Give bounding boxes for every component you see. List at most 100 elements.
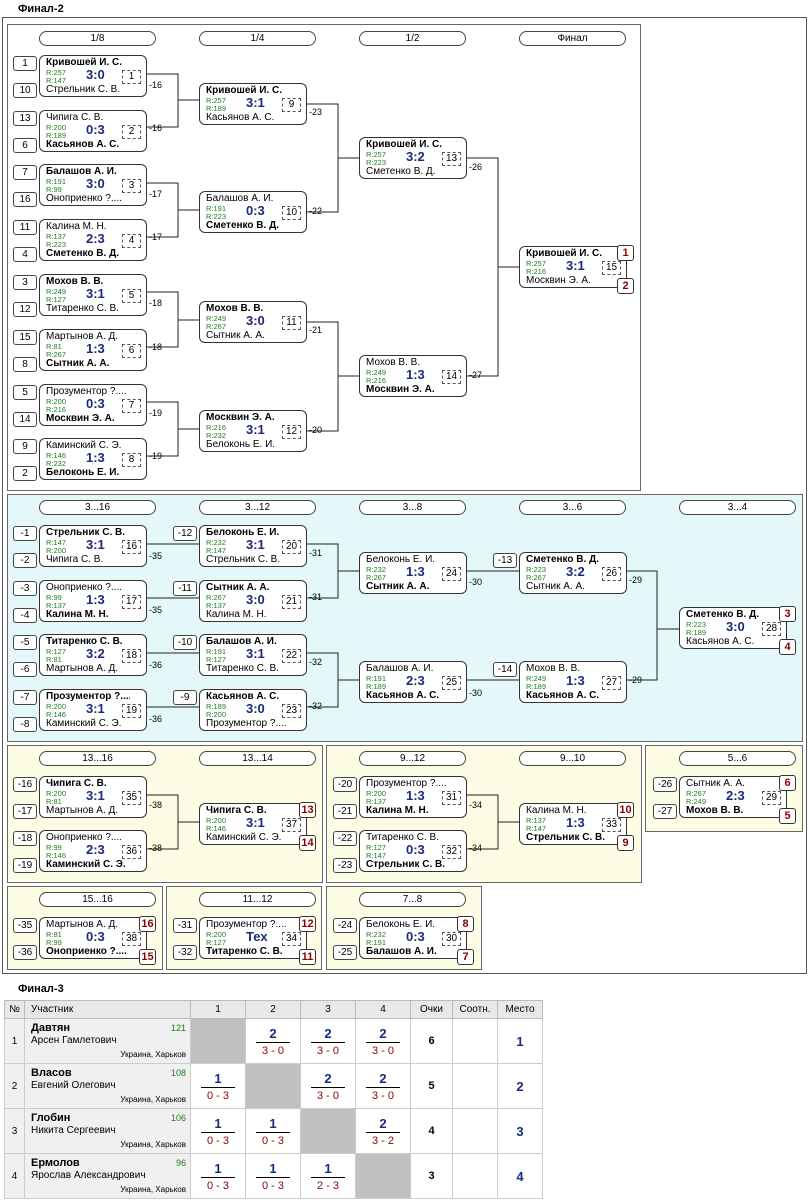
result-score: 3 - 0	[261, 1044, 284, 1057]
match-score: 3:0	[246, 313, 265, 328]
result-points: 1	[256, 1116, 290, 1133]
player-1-name: Балашов А. И.	[366, 663, 434, 674]
cons-round-header-3: 3...6	[519, 500, 626, 515]
match-number: 18	[122, 649, 141, 663]
match-score: 0:3	[406, 929, 425, 944]
round-header-3: Финал	[519, 31, 626, 46]
player-1-name: Калина М. Н.	[526, 805, 587, 816]
player-2-rating: R:146	[206, 824, 227, 833]
player-2-rating: R:189	[526, 682, 547, 691]
player-1-name: Сметенко В. Д.	[686, 609, 759, 620]
place-badge: 15	[139, 949, 156, 965]
match-number: 36	[122, 845, 141, 859]
player-1-rating: R:137	[526, 816, 547, 825]
result-score: 3 - 0	[316, 1089, 339, 1102]
round-header-13-14: 13...14	[199, 751, 316, 766]
match-number: 23	[282, 704, 301, 718]
seed-box: -5	[13, 635, 37, 650]
result-points: 2	[366, 1116, 400, 1133]
match-number: 37	[282, 818, 301, 832]
col-points: Очки	[410, 1000, 453, 1019]
match-number: 12	[282, 425, 301, 439]
match-score: 3:1	[246, 95, 265, 110]
player-rating: 108	[170, 1068, 186, 1078]
seed-box: 3	[13, 275, 37, 290]
result-points: 1	[201, 1116, 235, 1133]
player-1-rating: R:81	[46, 342, 62, 351]
player-2-rating: R:267	[46, 350, 67, 359]
player-2-name: Оноприенко ?....	[46, 193, 123, 204]
round-header-9-10: 9...10	[519, 751, 626, 766]
ratio-cell	[452, 1108, 498, 1154]
seed-box: -24	[333, 918, 357, 933]
player-2-name: Касьянов А. С.	[206, 112, 275, 123]
player-2-name: Сметенко В. Д.	[206, 220, 279, 231]
loser-destination-label: -22	[309, 206, 323, 216]
player-1-rating: R:249	[526, 674, 547, 683]
match-score: 2:3	[726, 788, 745, 803]
player-1-rating: R:257	[526, 259, 547, 268]
cons-round-header-1: 3...12	[199, 500, 316, 515]
points-cell: 6	[410, 1018, 453, 1064]
last-name: Ермолов	[31, 1157, 80, 1169]
player-2-rating: R:189	[366, 682, 387, 691]
player-1-name: Прозументор ?....	[46, 386, 127, 397]
result-points: 2	[366, 1026, 400, 1043]
player-2-name: Калина М. Н.	[46, 609, 109, 620]
place-cell: 3	[497, 1108, 543, 1154]
player-2-rating: R:223	[366, 158, 387, 167]
loser-destination-label: -17	[149, 232, 163, 242]
match-score: 3:0	[726, 619, 745, 634]
loser-destination-label: -29	[629, 575, 643, 585]
player-2-rating: R:232	[46, 459, 67, 468]
player-2-name: Оноприенко ?....	[46, 946, 127, 957]
player-2-name: Касьянов А. С.	[366, 690, 440, 701]
player-1-name: Прозументор ?....	[366, 778, 447, 789]
player-1-rating: R:257	[46, 68, 67, 77]
result-score: 0 - 3	[206, 1134, 229, 1147]
seed-box: -25	[333, 945, 357, 960]
player-2-name: Москвин Э. А.	[46, 413, 115, 424]
loser-destination-label: -18	[149, 342, 163, 352]
